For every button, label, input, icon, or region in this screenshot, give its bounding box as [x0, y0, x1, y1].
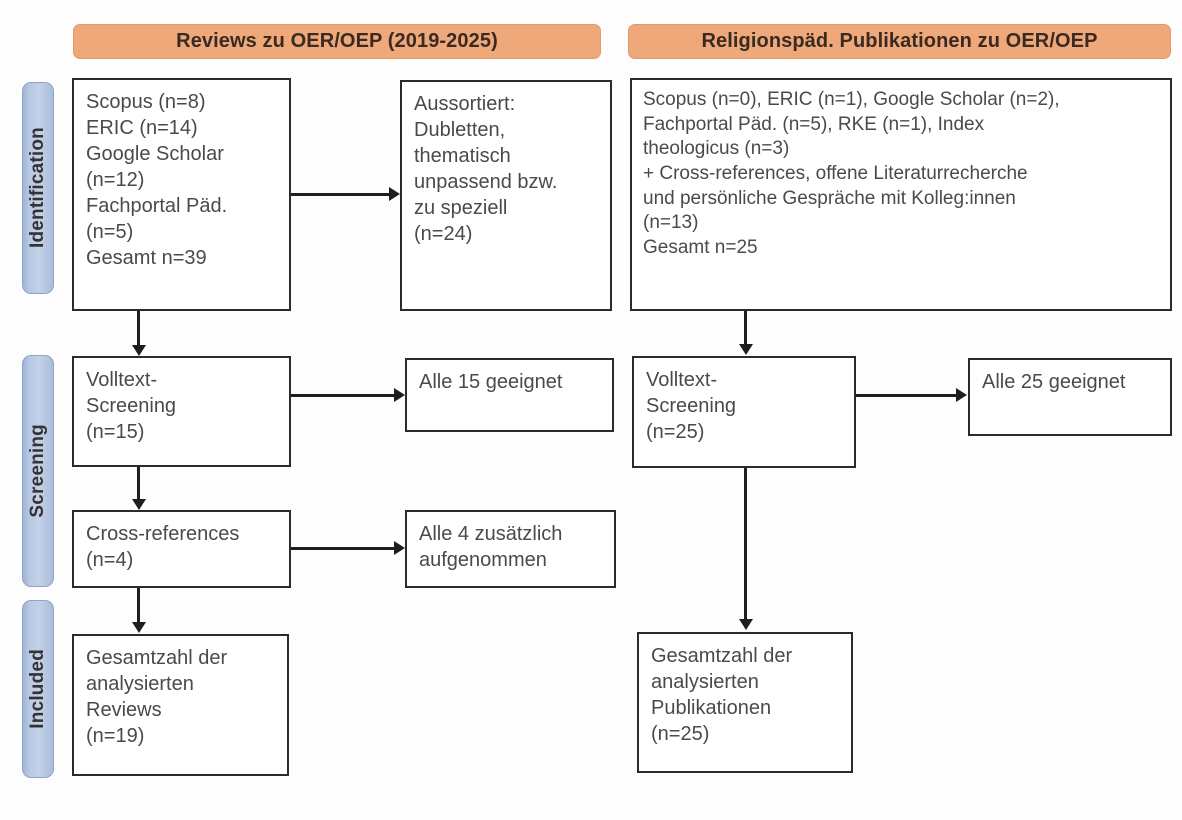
box-left-excluded: Aussortiert: Dubletten, thematisch unpas… [400, 80, 612, 311]
arrowhead-left-crossref-to-included [132, 622, 146, 633]
box-left-fulltext-result: Alle 15 geeignet [405, 358, 614, 432]
phase-label-included: Included [22, 600, 54, 778]
arrowhead-left-fulltext-to-result [394, 388, 405, 402]
arrowhead-left-ident-to-excluded [389, 187, 400, 201]
box-left-fulltext-screening: Volltext- Screening (n=15) [72, 356, 291, 467]
box-left-cross-references-result: Alle 4 zusätzlich aufgenommen [405, 510, 616, 588]
phase-label-included-text: Included [27, 649, 48, 729]
connector-left-ident-to-excluded [291, 193, 389, 196]
box-right-included: Gesamtzahl der analysierten Publikatione… [637, 632, 853, 773]
arrowhead-right-fulltext-to-included [739, 619, 753, 630]
phase-label-screening: Screening [22, 355, 54, 587]
arrowhead-left-fulltext-to-crossref [132, 499, 146, 510]
connector-right-ident-to-fulltext [744, 311, 747, 345]
connector-left-fulltext-to-crossref [137, 467, 140, 500]
column-header-left: Reviews zu OER/OEP (2019-2025) [73, 24, 601, 59]
connector-right-fulltext-to-result [856, 394, 957, 397]
connector-left-fulltext-to-result [291, 394, 395, 397]
phase-label-screening-text: Screening [27, 424, 48, 518]
column-header-right: Religionspäd. Publikationen zu OER/OEP [628, 24, 1171, 59]
box-left-identification-sources: Scopus (n=8) ERIC (n=14) Google Scholar … [72, 78, 291, 311]
connector-right-fulltext-to-included [744, 468, 747, 620]
arrowhead-right-ident-to-fulltext [739, 344, 753, 355]
phase-label-identification: Identification [22, 82, 54, 294]
arrowhead-right-fulltext-to-result [956, 388, 967, 402]
box-right-identification-sources: Scopus (n=0), ERIC (n=1), Google Scholar… [630, 78, 1172, 311]
arrowhead-left-crossref-to-result [394, 541, 405, 555]
box-right-fulltext-result: Alle 25 geeignet [968, 358, 1172, 436]
connector-left-crossref-to-included [137, 588, 140, 623]
connector-left-ident-to-fulltext [137, 311, 140, 346]
connector-left-crossref-to-result [291, 547, 395, 550]
box-left-included: Gesamtzahl der analysierten Reviews (n=1… [72, 634, 289, 776]
arrowhead-left-ident-to-fulltext [132, 345, 146, 356]
box-right-fulltext-screening: Volltext- Screening (n=25) [632, 356, 856, 468]
box-left-cross-references: Cross-references (n=4) [72, 510, 291, 588]
phase-label-identification-text: Identification [27, 127, 48, 249]
